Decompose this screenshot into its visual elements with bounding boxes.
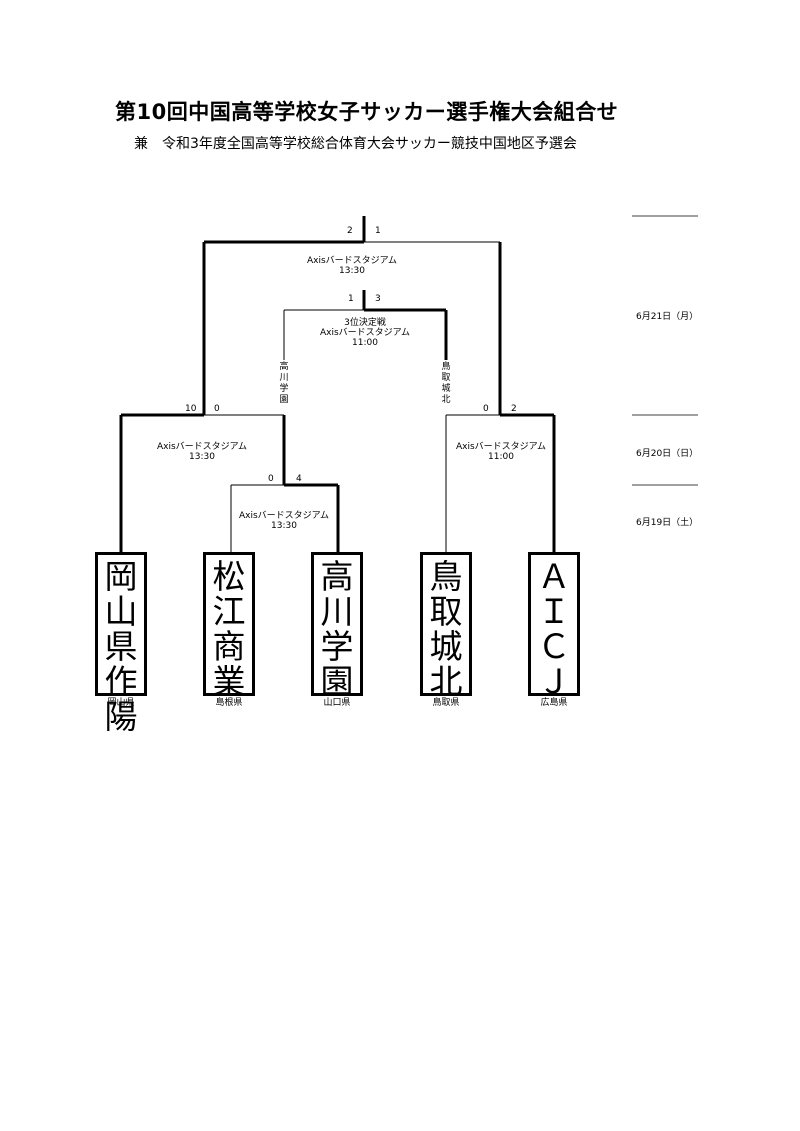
r1-score-left: 0 bbox=[268, 474, 274, 484]
pref-label: 広島県 bbox=[540, 698, 568, 708]
sfr-score-right: 2 bbox=[511, 404, 517, 414]
page-title: 第10回中国高等学校女子サッカー選手権大会組合せ bbox=[115, 100, 619, 124]
third-score-left: 1 bbox=[348, 294, 354, 304]
page-subtitle: 兼 令和3年度全国高等学校総合体育大会サッカー競技中国地区予選会 bbox=[134, 136, 577, 152]
third-score-right: 3 bbox=[375, 294, 381, 304]
final-venue: Axisバードスタジアム bbox=[306, 256, 398, 266]
date-day3: 6月21日（月） bbox=[636, 312, 699, 322]
sfr-venue: Axisバードスタジアム bbox=[455, 442, 547, 452]
date-day2: 6月20日（日） bbox=[636, 449, 699, 459]
pref-label: 岡山県 bbox=[107, 698, 135, 708]
date-day1: 6月19日（土） bbox=[636, 518, 699, 528]
team-box-tottori-johoku: 鳥取城北 bbox=[420, 552, 472, 699]
team-box-takagawa-gakuen: 高川学園 bbox=[311, 552, 363, 699]
sfr-score-left: 0 bbox=[483, 404, 489, 414]
third-label: 3位決定戦 bbox=[344, 318, 386, 328]
pref-label: 鳥取県 bbox=[432, 698, 460, 708]
sfl-score-right: 0 bbox=[214, 404, 220, 414]
third-time: 11:00 bbox=[352, 338, 378, 348]
final-score-right: 1 bbox=[375, 226, 381, 236]
r1-venue: Axisバードスタジアム bbox=[238, 511, 330, 521]
r1-time: 13:30 bbox=[271, 521, 297, 531]
sfl-venue: Axisバードスタジアム bbox=[156, 442, 248, 452]
sfl-time: 13:30 bbox=[189, 452, 215, 462]
sfr-time: 11:00 bbox=[488, 452, 514, 462]
r1-score-right: 4 bbox=[296, 474, 302, 484]
pref-label: 山口県 bbox=[323, 698, 351, 708]
team-box-matsue-shogyo: 松江商業 bbox=[203, 552, 255, 699]
sfl-score-left: 10 bbox=[185, 404, 197, 414]
third-entrant-left: 高川学園 bbox=[279, 362, 289, 405]
third-entrant-right: 鳥取城北 bbox=[441, 362, 451, 405]
final-time: 13:30 bbox=[339, 266, 365, 276]
final-score-left: 2 bbox=[347, 226, 353, 236]
team-box-sakuyo: 岡山県作陽 bbox=[95, 552, 147, 734]
pref-label: 島根県 bbox=[215, 698, 243, 708]
third-venue: Axisバードスタジアム bbox=[319, 328, 411, 338]
team-box-aicj: ＡＩＣＪ bbox=[528, 552, 580, 699]
